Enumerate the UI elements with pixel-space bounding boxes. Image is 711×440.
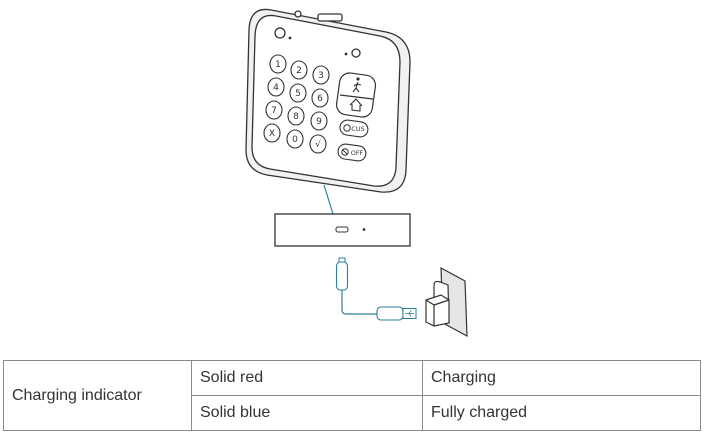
keypad-key: 3	[318, 71, 324, 81]
off-mode-icon	[341, 148, 349, 156]
keypad-key: X	[269, 129, 275, 139]
charging-illustration: 1 2 3 4 5 6 7 8 9 X 0 √ CUS	[245, 8, 468, 338]
charging-indicator-table: Charging indicator Solid red Charging So…	[3, 360, 701, 431]
table-row: Solid blue Fully charged	[4, 395, 701, 431]
keypad-key: 0	[292, 135, 298, 145]
custom-mode-icon	[343, 124, 351, 132]
keypad-key: √	[315, 139, 321, 150]
indicator-state-cell: Solid red	[191, 360, 423, 396]
keypad-key: 4	[273, 83, 279, 93]
table-row: Charging indicator Solid red Charging	[3, 360, 701, 431]
keypad-key: 5	[295, 89, 301, 99]
charging-status-cell: Fully charged	[422, 395, 701, 431]
keypad-key: 1	[275, 60, 281, 70]
cus-label: CUS	[351, 125, 364, 133]
callout-line	[323, 184, 334, 215]
custom-mode-button: CUS	[339, 119, 369, 138]
usb-symbol-icon	[405, 310, 414, 317]
keypad-key: 9	[316, 117, 322, 127]
keypad-key: 8	[293, 112, 299, 122]
off-mode-button: OFF	[337, 143, 367, 162]
device-bottom-closeup	[274, 213, 411, 247]
usb-port	[335, 226, 349, 233]
charging-indicator-label: Charging indicator	[3, 360, 192, 431]
keypad-key: 2	[296, 66, 302, 76]
off-label: OFF	[351, 149, 364, 157]
charging-indicator-light	[362, 228, 366, 231]
wall-adapter	[425, 266, 468, 338]
indicator-state-cell: Solid blue	[191, 395, 423, 431]
charging-status-cell: Charging	[422, 360, 701, 396]
keypad-key: 7	[271, 106, 277, 116]
away-home-button	[335, 72, 377, 118]
keypad-keys: 1 2 3 4 5 6 7 8 9 X 0 √	[263, 54, 330, 154]
charging-cable	[335, 257, 417, 321]
keypad-key: 6	[317, 94, 323, 104]
home-icon	[349, 98, 363, 112]
away-walking-icon	[352, 77, 362, 93]
